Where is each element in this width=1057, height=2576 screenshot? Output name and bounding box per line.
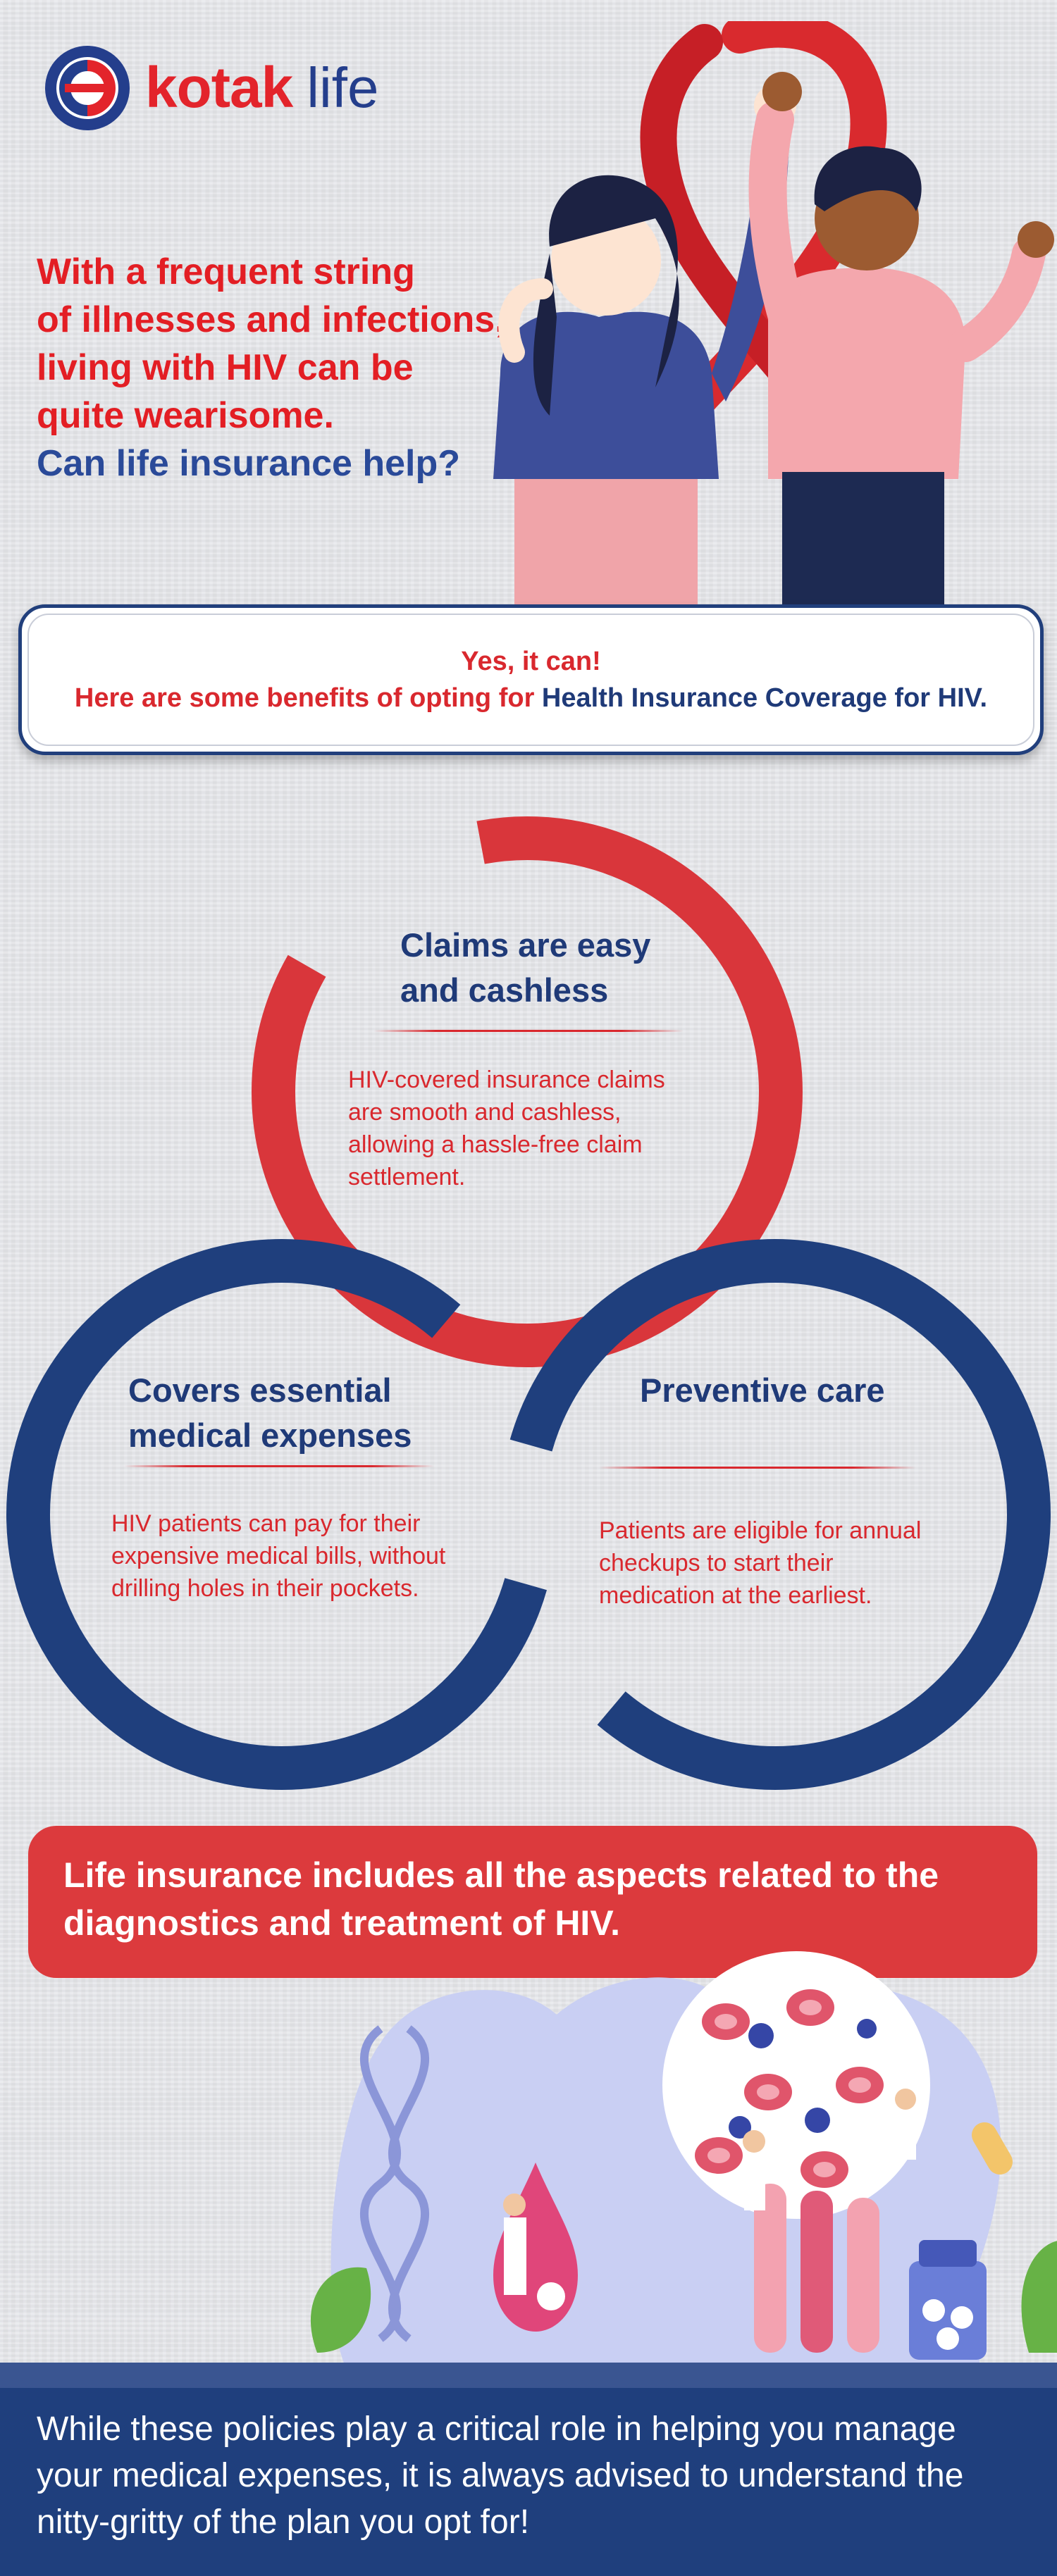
medical-illustration (310, 1951, 1057, 2367)
footer-text: While these policies play a critical rol… (37, 2406, 1020, 2546)
claims-title-line: and cashless (400, 971, 609, 1009)
covers-divider (124, 1465, 434, 1467)
covers-body-line: expensive medical bills, without (111, 1543, 446, 1569)
intro-line: With a frequent string (37, 251, 415, 292)
man-figure (748, 72, 1054, 627)
claims-body-line: HIV-covered insurance claims (348, 1066, 665, 1093)
aspects-line: Life insurance includes all the aspects … (63, 1855, 939, 1895)
preventive-title: Preventive care (640, 1368, 964, 1413)
virus-icon (729, 2019, 877, 2139)
kotak-logo-icon (45, 46, 130, 130)
claims-body-line: allowing a hassle-free claim (348, 1131, 643, 1158)
preventive-body-line: medication at the earliest. (599, 1582, 872, 1609)
leaf-icon (310, 2241, 1057, 2353)
hero-illustration (493, 21, 1054, 627)
preventive-description: Patients are eligible for annual checkup… (599, 1514, 979, 1612)
covers-body-line: HIV patients can pay for their (111, 1510, 421, 1537)
banner-inner-border (27, 614, 1034, 746)
covers-body-line: drilling holes in their pockets. (111, 1575, 419, 1602)
preventive-body-line: Patients are eligible for annual (599, 1517, 922, 1544)
benefits-intro-banner: Yes, it can! Here are some benefits of o… (18, 604, 1044, 755)
footer-advisory: While these policies play a critical rol… (0, 2388, 1057, 2576)
covers-title-line: Covers essential (128, 1371, 392, 1409)
intro-question: Can life insurance help? (37, 443, 461, 484)
claims-title-line: Claims are easy (400, 926, 651, 964)
capsule-icon (972, 2122, 1013, 2175)
claims-description: HIV-covered insurance claims are smooth … (348, 1064, 715, 1193)
claims-divider (373, 1030, 684, 1032)
claims-body-line: settlement. (348, 1164, 466, 1190)
scientist-figures (503, 2089, 916, 2295)
footer-line: nitty-gritty of the plan you opt for! (37, 2503, 530, 2541)
brand-word-life: life (307, 56, 379, 119)
intro-heading: With a frequent string of illnesses and … (37, 248, 523, 487)
footer-strip (0, 2363, 1057, 2388)
aspects-line: diagnostics and treatment of HIV. (63, 1903, 620, 1943)
aspects-text: Life insurance includes all the aspects … (63, 1851, 1002, 1947)
preventive-divider (599, 1467, 916, 1469)
blood-cells (695, 1989, 884, 2188)
covers-description: HIV patients can pay for their expensive… (111, 1507, 506, 1605)
banner-title: Yes, it can! (461, 647, 601, 676)
banner-lead: Here are some benefits of opting for (74, 683, 542, 713)
footer-line: your medical expenses, it is always advi… (37, 2457, 964, 2494)
pill-bottle-icon (909, 2240, 987, 2360)
intro-line: living with HIV can be (37, 347, 414, 388)
brand-logo: kotak life (44, 42, 438, 134)
benefits-rings (6, 816, 1051, 1790)
banner-highlight: Health Insurance Coverage for HIV. (541, 683, 988, 713)
brand-word-kotak: kotak (145, 56, 293, 120)
dna-icon (359, 2025, 430, 2342)
preventive-ring (500, 1239, 1051, 1790)
aspects-banner: Life insurance includes all the aspects … (28, 1826, 1037, 1978)
preventive-body-line: checkups to start their (599, 1550, 834, 1576)
claims-body-line: are smooth and cashless, (348, 1099, 622, 1126)
claims-title: Claims are easy and cashless (400, 923, 724, 1013)
preventive-title-line: Preventive care (640, 1371, 885, 1409)
intro-line: quite wearisome. (37, 395, 334, 436)
covers-title: Covers essential medical expenses (128, 1368, 495, 1458)
banner-subtitle: Here are some benefits of opting for Hea… (75, 680, 987, 716)
claims-ring (252, 816, 803, 1367)
covers-title-line: medical expenses (128, 1417, 412, 1454)
intro-line: of illnesses and infections, (37, 299, 505, 340)
test-tube-icon (754, 2184, 879, 2353)
covers-ring (6, 1239, 557, 1790)
footer-line: While these policies play a critical rol… (37, 2410, 956, 2448)
